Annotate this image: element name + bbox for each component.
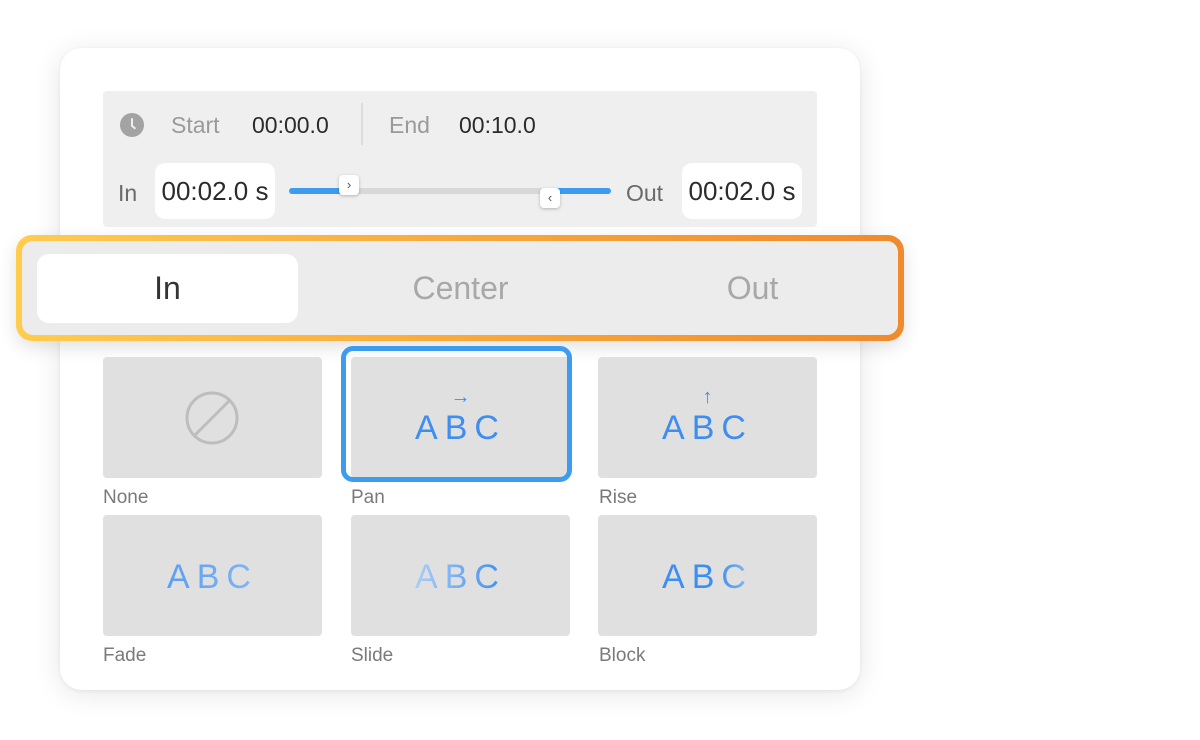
effect-block-tile[interactable] — [598, 515, 817, 636]
out-duration-field[interactable]: 00:02.0 s — [682, 163, 802, 219]
effect-block-label: Block — [599, 645, 646, 666]
start-label: Start — [171, 112, 220, 138]
in-duration-label: In — [118, 180, 138, 206]
arrow-up-icon: ↑ — [702, 386, 713, 408]
divider — [361, 103, 363, 145]
none-icon — [185, 391, 239, 445]
end-label: End — [389, 112, 430, 138]
slide-preview-text: ABC — [351, 557, 570, 597]
end-time-value: 00:10.0 — [459, 112, 536, 138]
tab-center[interactable]: Center — [412, 270, 509, 306]
out-handle-chevron-left-icon[interactable]: ‹ — [540, 188, 560, 208]
out-duration-fill — [551, 188, 611, 194]
arrow-right-icon: → — [450, 386, 471, 408]
in-duration-field[interactable]: 00:02.0 s — [155, 163, 275, 219]
duration-slider-track[interactable] — [289, 188, 611, 194]
clock-icon — [120, 113, 144, 137]
effect-pan-tile[interactable] — [351, 357, 570, 478]
effect-rise-label: Rise — [599, 487, 638, 508]
effect-rise-tile[interactable] — [598, 357, 817, 478]
in-duration-fill — [289, 188, 349, 194]
tab-in[interactable]: In — [154, 270, 181, 306]
effect-slide-label: Slide — [351, 645, 394, 666]
selected-effect-outline — [341, 346, 572, 482]
tab-out[interactable]: Out — [726, 270, 779, 306]
effect-slide-tile[interactable] — [351, 515, 570, 636]
out-duration-label: Out — [626, 180, 664, 206]
rise-preview-text: ABC — [662, 409, 753, 447]
effect-none-tile[interactable] — [103, 357, 322, 478]
effect-none-label: None — [103, 487, 149, 508]
start-time-value: 00:00.0 — [252, 112, 329, 138]
pan-preview-text: ABC — [415, 409, 506, 447]
in-handle-chevron-right-icon[interactable]: › — [339, 175, 359, 195]
fade-preview-text: ABC — [103, 557, 322, 597]
effect-pan-label: Pan — [351, 487, 385, 508]
effect-fade-tile[interactable] — [103, 515, 322, 636]
block-preview-text: ABC — [598, 557, 817, 597]
effect-fade-label: Fade — [103, 645, 147, 666]
tab-in-active-background — [37, 254, 298, 323]
